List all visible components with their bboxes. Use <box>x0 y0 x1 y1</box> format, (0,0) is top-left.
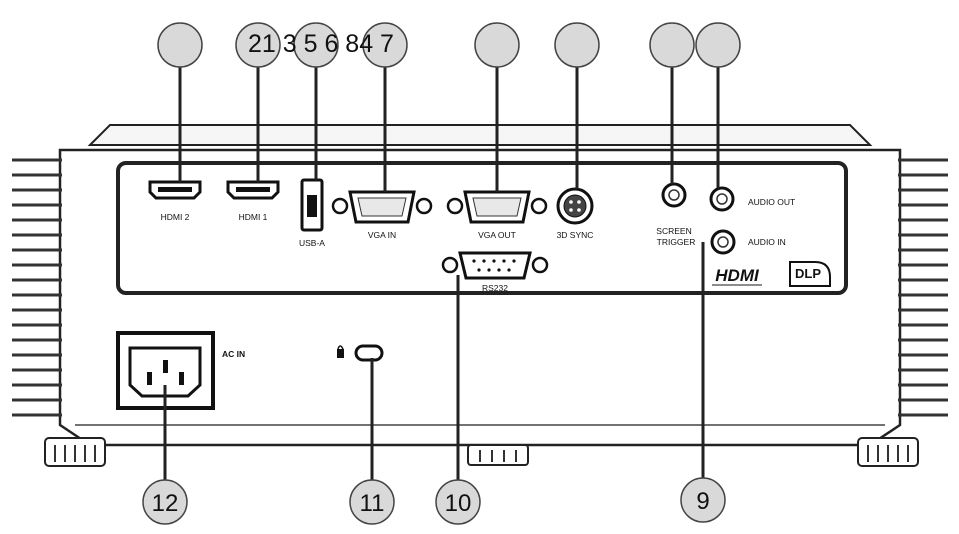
callout-circle-vga-in <box>362 22 408 68</box>
audio-out-label: AUDIO OUT <box>748 197 795 207</box>
vga-in-label: VGA IN <box>368 230 396 240</box>
audio-in-label: AUDIO IN <box>748 237 786 247</box>
hdmi2-label: HDMI 2 <box>161 212 190 222</box>
rs232-port: RS232 <box>441 251 549 293</box>
sync3d-port: 3D SYNC <box>556 187 594 240</box>
left-vent-grille <box>12 158 62 417</box>
vga-out-label: VGA OUT <box>478 230 516 240</box>
callout-label-10: 10 <box>445 490 472 517</box>
top-callouts <box>157 22 741 68</box>
sync3d-label: 3D SYNC <box>557 230 594 240</box>
top-callout-numbers: 21 3 5 6 84 7 <box>248 30 394 58</box>
screen-trigger-label-2: TRIGGER <box>657 237 696 247</box>
callout-circle-3d-sync <box>554 22 600 68</box>
hdmi1-port: HDMI 1 <box>226 180 280 222</box>
usb-port: USB-A <box>299 178 325 248</box>
vga-in-port: VGA IN <box>331 190 433 240</box>
audio-in-port: AUDIO IN <box>710 229 786 255</box>
hdmi-logo: HDMI <box>712 266 762 286</box>
kensington-lock-slot <box>337 344 384 362</box>
left-foot <box>44 437 106 467</box>
callout-circle-10 <box>435 479 481 525</box>
callout-circle-12 <box>142 479 188 525</box>
bottom-callouts: 12 11 10 9 <box>142 477 726 525</box>
callout-circle-11 <box>349 479 395 525</box>
hdmi1-label: HDMI 1 <box>239 212 268 222</box>
ac-label: AC IN <box>222 349 245 359</box>
dlp-logo-text: DLP <box>795 266 821 281</box>
vga-out-port: VGA OUT <box>446 190 548 240</box>
callout-circle-hdmi2 <box>157 22 203 68</box>
screen-trigger-port: SCREEN TRIGGER <box>656 182 696 247</box>
hdmi-logo-text: HDMI <box>715 266 760 285</box>
usb-label: USB-A <box>299 238 325 248</box>
audio-out-port: AUDIO OUT <box>709 186 795 212</box>
callout-label-12: 12 <box>152 490 179 517</box>
screen-trigger-label-1: SCREEN <box>656 226 691 236</box>
callout-circle-9 <box>680 477 726 523</box>
leader-lines <box>163 62 720 480</box>
callout-circle-vga-out <box>474 22 520 68</box>
right-vent-grille <box>898 158 948 417</box>
hdmi2-port: HDMI 2 <box>148 180 202 222</box>
callout-circle-screen-trigger <box>649 22 695 68</box>
center-foot <box>467 444 529 466</box>
callout-circle-usb <box>293 22 339 68</box>
right-foot <box>857 437 919 467</box>
callout-circle-audio-out <box>695 22 741 68</box>
callout-label-11: 11 <box>360 490 385 517</box>
callout-circle-hdmi1 <box>235 22 281 68</box>
rs232-label: RS232 <box>482 283 508 293</box>
callout-label-9: 9 <box>696 488 709 515</box>
dlp-logo: DLP <box>789 261 831 287</box>
